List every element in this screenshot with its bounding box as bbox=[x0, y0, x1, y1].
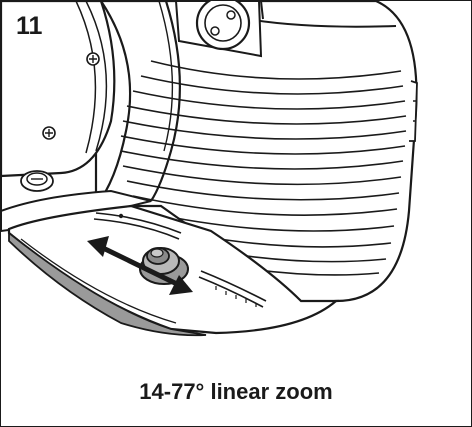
phillips-screw-icon bbox=[86, 52, 100, 66]
front-hood bbox=[1, 1, 181, 207]
caption: 14-77° linear zoom bbox=[139, 379, 333, 404]
phillips-screw-icon bbox=[42, 126, 56, 140]
locking-fitting bbox=[20, 170, 54, 192]
yoke-bracket bbox=[174, 1, 263, 58]
step-number: 11 bbox=[13, 11, 46, 41]
double-headed-arrow-icon bbox=[87, 236, 193, 295]
